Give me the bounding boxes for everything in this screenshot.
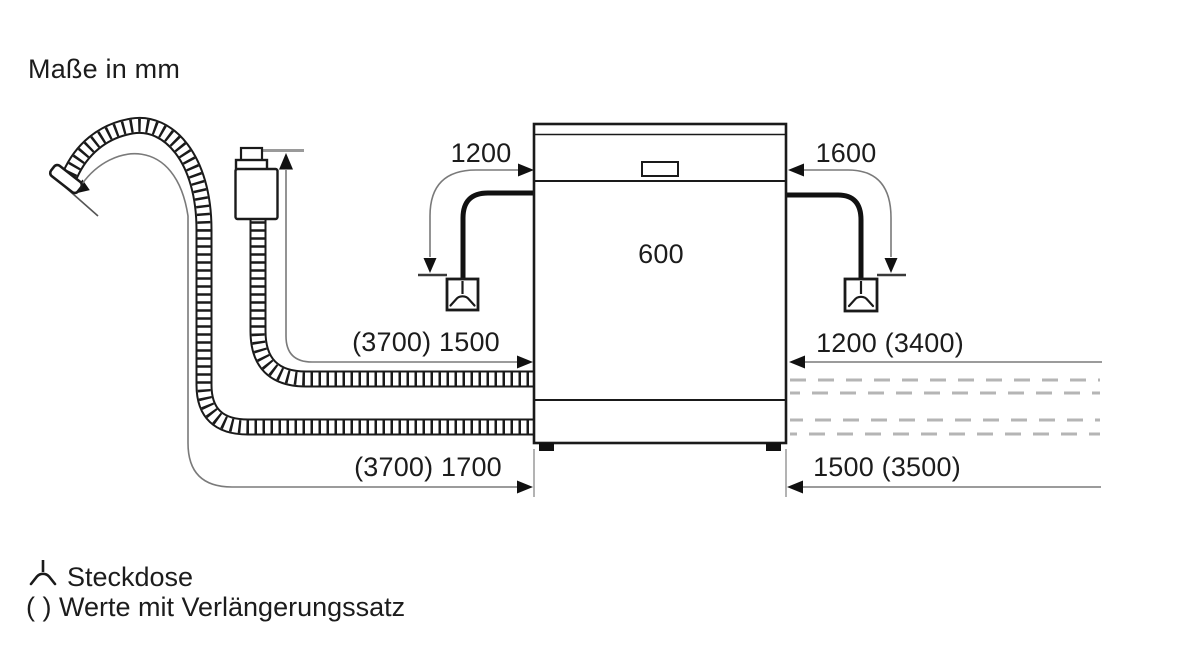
dim-label-mid-right: 1200 (3400) <box>816 328 964 358</box>
socket-icon <box>843 277 879 313</box>
power-cord-left <box>460 190 545 278</box>
drain-hose <box>48 116 545 436</box>
dim-drain-hose <box>63 153 533 494</box>
dim-cord-right <box>788 163 906 277</box>
dashed-extension-lines <box>790 378 1100 436</box>
socket-icon <box>445 277 480 312</box>
dim-mid-right <box>789 355 1102 369</box>
door-handle <box>641 161 679 177</box>
dim-label-appliance-width: 600 <box>638 239 684 269</box>
dim-label-cord-right: 1600 <box>815 138 877 168</box>
extension-lines <box>533 449 787 497</box>
dim-label-cord-left: 1200 <box>450 138 512 168</box>
dim-bottom-right <box>787 480 1101 494</box>
foot-left <box>539 443 554 451</box>
dishwasher-outline <box>532 122 788 451</box>
legend-extension-note: ( ) Werte mit Verlängerungssatz <box>26 592 406 622</box>
dim-label-supply-hose: (3700) 1500 <box>352 327 500 357</box>
tap-valve-icon <box>234 146 279 221</box>
power-cord-right <box>775 192 864 278</box>
drain-hose-end-cap <box>48 163 84 195</box>
dim-label-drain-hose: (3700) 1700 <box>354 452 502 482</box>
foot-right <box>766 443 781 451</box>
water-supply-hose <box>249 217 545 388</box>
dim-cord-left <box>418 163 534 277</box>
page-title: Maße in mm <box>28 54 181 84</box>
dim-label-bottom-right: 1500 (3500) <box>813 452 961 482</box>
legend-socket-label: Steckdose <box>67 562 194 592</box>
socket-icon <box>29 560 57 586</box>
dim-supply-hose <box>263 149 533 369</box>
